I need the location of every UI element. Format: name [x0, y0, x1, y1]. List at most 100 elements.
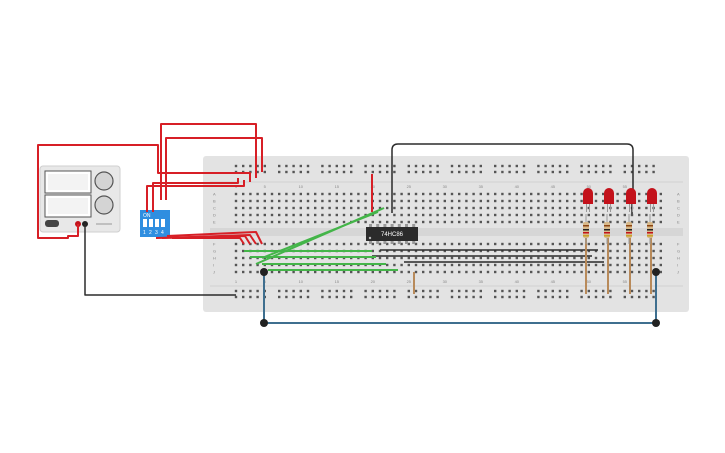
terminal-hole[interactable] [407, 213, 410, 217]
terminal-hole[interactable] [256, 206, 259, 210]
terminal-hole[interactable] [623, 206, 626, 210]
terminal-hole[interactable] [537, 242, 540, 246]
terminal-hole[interactable] [263, 206, 266, 210]
terminal-hole[interactable] [414, 270, 418, 274]
terminal-hole[interactable] [638, 242, 641, 246]
terminal-hole[interactable] [566, 242, 569, 246]
rail-hole[interactable] [364, 164, 367, 168]
terminal-hole[interactable] [602, 199, 605, 203]
terminal-hole[interactable] [486, 270, 490, 274]
terminal-hole[interactable] [357, 220, 360, 224]
terminal-hole[interactable] [335, 220, 338, 224]
rail-hole[interactable] [285, 164, 288, 168]
terminal-hole[interactable] [378, 206, 382, 210]
terminal-hole[interactable] [573, 206, 576, 210]
rail-hole[interactable] [479, 295, 482, 299]
terminal-hole[interactable] [328, 242, 331, 246]
rail-hole[interactable] [429, 289, 432, 293]
terminal-hole[interactable] [299, 192, 302, 196]
rail-hole[interactable] [321, 164, 324, 168]
rail-hole[interactable] [522, 164, 526, 168]
terminal-hole[interactable] [422, 206, 425, 210]
rail-hole[interactable] [436, 289, 439, 293]
rail-hole[interactable] [292, 289, 295, 293]
rail-hole[interactable] [458, 289, 461, 293]
terminal-hole[interactable] [422, 192, 425, 196]
terminal-hole[interactable] [551, 213, 554, 217]
dip-toggle-2[interactable] [149, 219, 153, 227]
rail-hole[interactable] [393, 295, 396, 299]
terminal-hole[interactable] [306, 213, 310, 217]
terminal-hole[interactable] [638, 213, 641, 217]
terminal-hole[interactable] [580, 192, 583, 196]
rail-hole[interactable] [479, 289, 482, 293]
terminal-hole[interactable] [587, 206, 590, 210]
terminal-hole[interactable] [638, 263, 641, 267]
rail-hole[interactable] [436, 295, 439, 299]
terminal-hole[interactable] [479, 220, 482, 224]
terminal-hole[interactable] [501, 206, 504, 210]
terminal-hole[interactable] [537, 270, 540, 274]
terminal-hole[interactable] [479, 249, 482, 253]
rail-hole[interactable] [292, 164, 295, 168]
rail-hole[interactable] [321, 289, 324, 293]
terminal-hole[interactable] [342, 220, 346, 224]
terminal-hole[interactable] [357, 270, 360, 274]
terminal-hole[interactable] [234, 220, 238, 224]
rail-hole[interactable] [515, 170, 518, 174]
rail-hole[interactable] [630, 170, 634, 174]
terminal-hole[interactable] [393, 206, 396, 210]
terminal-hole[interactable] [602, 256, 605, 260]
terminal-hole[interactable] [393, 213, 396, 217]
terminal-hole[interactable] [299, 220, 302, 224]
terminal-hole[interactable] [285, 220, 288, 224]
terminal-hole[interactable] [501, 249, 504, 253]
terminal-hole[interactable] [263, 220, 266, 224]
rail-hole[interactable] [566, 164, 569, 168]
terminal-hole[interactable] [422, 263, 425, 267]
terminal-hole[interactable] [623, 213, 626, 217]
terminal-hole[interactable] [400, 206, 403, 210]
terminal-hole[interactable] [436, 242, 439, 246]
terminal-hole[interactable] [623, 263, 626, 267]
terminal-hole[interactable] [494, 220, 497, 224]
rail-hole[interactable] [630, 295, 634, 299]
terminal-hole[interactable] [465, 249, 468, 253]
terminal-hole[interactable] [458, 242, 461, 246]
rail-hole[interactable] [472, 164, 475, 168]
terminal-hole[interactable] [587, 263, 590, 267]
terminal-hole[interactable] [234, 249, 238, 253]
terminal-hole[interactable] [364, 242, 367, 246]
terminal-hole[interactable] [429, 192, 432, 196]
terminal-hole[interactable] [400, 199, 403, 203]
rail-hole[interactable] [458, 164, 461, 168]
terminal-hole[interactable] [292, 270, 295, 274]
terminal-hole[interactable] [609, 249, 612, 253]
terminal-hole[interactable] [249, 199, 252, 203]
rail-hole[interactable] [407, 295, 410, 299]
terminal-hole[interactable] [616, 199, 619, 203]
terminal-hole[interactable] [357, 213, 360, 217]
terminal-hole[interactable] [378, 249, 382, 253]
terminal-hole[interactable] [580, 242, 583, 246]
terminal-hole[interactable] [350, 192, 353, 196]
terminal-hole[interactable] [623, 256, 626, 260]
terminal-hole[interactable] [530, 192, 533, 196]
terminal-hole[interactable] [443, 199, 446, 203]
terminal-hole[interactable] [306, 220, 310, 224]
terminal-hole[interactable] [616, 249, 619, 253]
rail-hole[interactable] [566, 289, 569, 293]
terminal-hole[interactable] [342, 199, 346, 203]
terminal-hole[interactable] [407, 199, 410, 203]
rail-hole[interactable] [652, 295, 655, 299]
rail-hole[interactable] [537, 295, 540, 299]
terminal-hole[interactable] [623, 192, 626, 196]
terminal-hole[interactable] [479, 242, 482, 246]
rail-hole[interactable] [558, 295, 562, 299]
terminal-hole[interactable] [515, 199, 518, 203]
terminal-hole[interactable] [508, 192, 511, 196]
terminal-hole[interactable] [652, 256, 655, 260]
terminal-hole[interactable] [530, 249, 533, 253]
terminal-hole[interactable] [659, 213, 662, 217]
rail-hole[interactable] [263, 170, 266, 174]
